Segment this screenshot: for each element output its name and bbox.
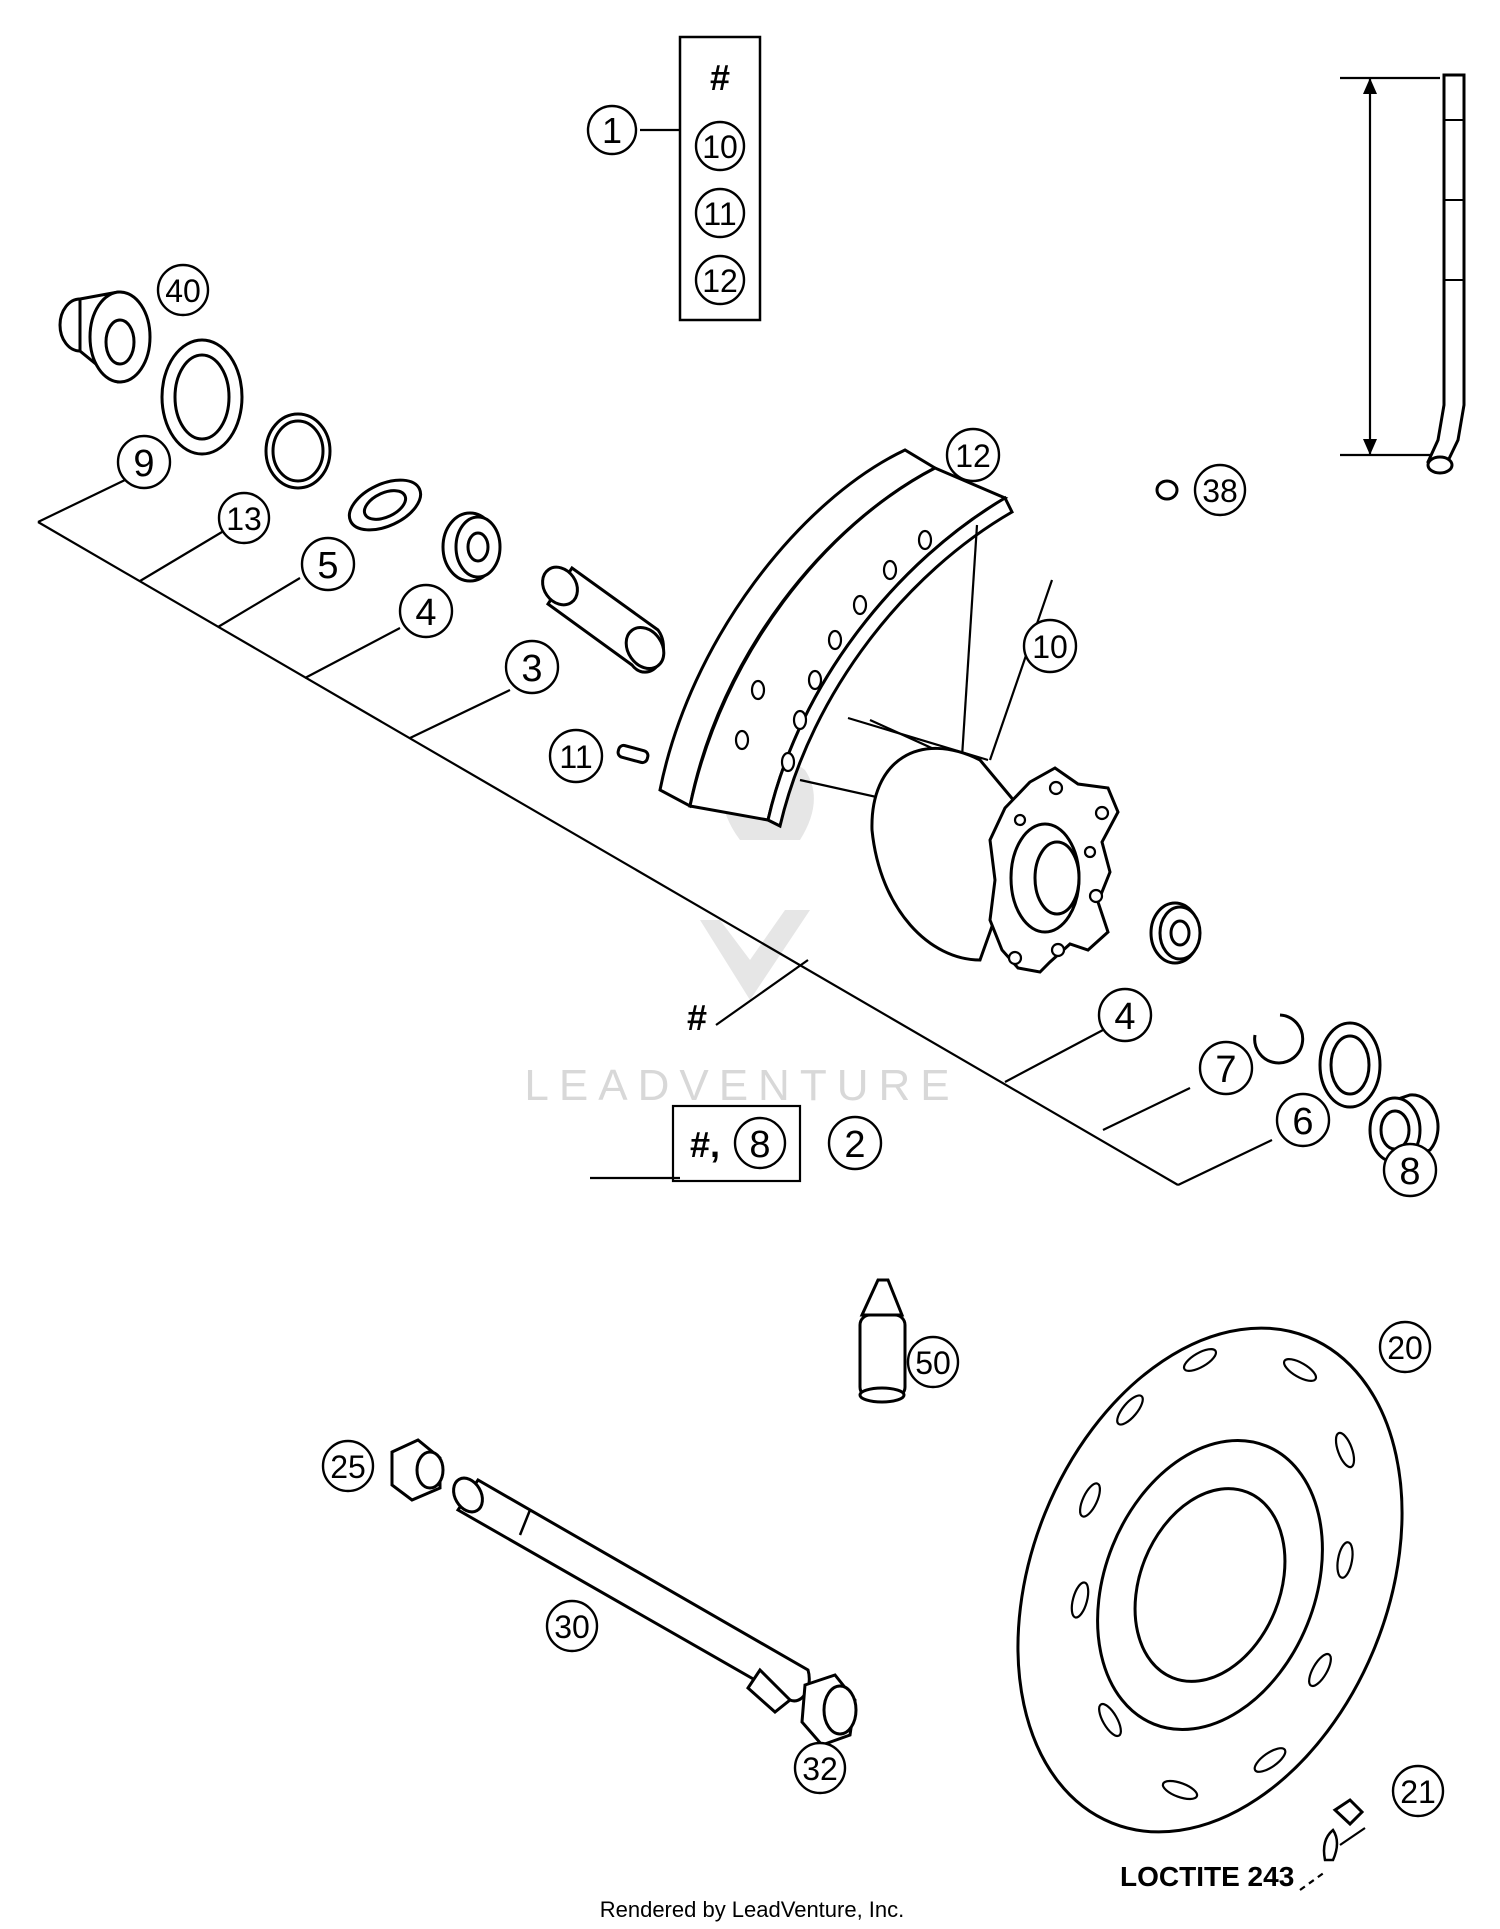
loctite-label: LOCTITE 243 <box>1120 1861 1294 1892</box>
assembly-leader-lines <box>37 479 1273 1186</box>
svg-text:38: 38 <box>1202 473 1238 509</box>
part-9-shaft-seal <box>160 338 244 456</box>
svg-text:2: 2 <box>844 1124 865 1166</box>
part-hub <box>870 747 1120 974</box>
svg-text:4: 4 <box>415 592 436 634</box>
part-12-rim <box>658 448 1014 829</box>
callout-50: 50 <box>906 1335 960 1389</box>
svg-text:50: 50 <box>915 1345 951 1381</box>
callout-10-kit: 10 <box>694 120 746 172</box>
svg-text:9: 9 <box>133 443 154 485</box>
svg-text:20: 20 <box>1387 1330 1423 1366</box>
kit-box-2 <box>671 1104 802 1183</box>
footer-credit: Rendered by LeadVenture, Inc. <box>600 1897 905 1922</box>
svg-text:10: 10 <box>1032 629 1068 665</box>
svg-text:8: 8 <box>749 1124 770 1166</box>
svg-text:11: 11 <box>703 196 736 232</box>
callout-11-kit: 11 <box>694 187 746 239</box>
svg-text:12: 12 <box>702 263 738 299</box>
svg-text:30: 30 <box>554 1609 590 1645</box>
callout-13: 13 <box>217 491 271 545</box>
callout-8-lower: 8 <box>1382 1142 1438 1198</box>
part-6-shaft-seal <box>1318 1021 1382 1109</box>
callout-11-nipple: 11 <box>548 728 604 784</box>
svg-text:11: 11 <box>559 739 592 775</box>
part-13-ring <box>264 412 332 490</box>
callout-12-kit: 12 <box>694 254 746 306</box>
svg-text:6: 6 <box>1292 1101 1313 1143</box>
kit-box-group: # <box>640 35 762 322</box>
svg-text:3: 3 <box>521 648 542 690</box>
svg-text:4: 4 <box>1114 996 1135 1038</box>
callout-12-rim: 12 <box>945 427 1001 483</box>
spoke-length-gauge <box>1340 73 1466 475</box>
part-3-sleeve <box>541 565 666 674</box>
part-40-spacer <box>58 290 152 384</box>
callout-21: 21 <box>1391 1764 1445 1818</box>
watermark-text: LEADVENTURE <box>524 1061 959 1110</box>
part-25-axle-nut <box>390 1438 445 1502</box>
callout-20: 20 <box>1378 1320 1432 1374</box>
callout-7: 7 <box>1198 1040 1254 1096</box>
callout-30: 30 <box>545 1599 599 1653</box>
part-38-plug <box>1155 479 1179 501</box>
callout-9: 9 <box>116 434 172 490</box>
callout-40: 40 <box>156 263 210 317</box>
callout-32: 32 <box>793 1741 847 1795</box>
part-21-screw <box>1299 1798 1366 1891</box>
part-11-nipple <box>616 743 650 765</box>
part-32-nut <box>800 1673 858 1747</box>
svg-text:21: 21 <box>1400 1774 1436 1810</box>
svg-text:5: 5 <box>317 545 338 587</box>
svg-text:40: 40 <box>165 273 201 309</box>
callout-5: 5 <box>300 536 356 592</box>
part-4-bearing-lower <box>1149 901 1202 965</box>
part-20-brake-disc <box>1016 1326 1404 1834</box>
callout-4-lower: 4 <box>1097 987 1153 1043</box>
callout-3: 3 <box>504 639 560 695</box>
callout-25: 25 <box>321 1439 375 1493</box>
callout-38: 38 <box>1193 463 1247 517</box>
kit-box <box>678 35 762 322</box>
part-4-bearing-upper <box>441 511 502 583</box>
callout-1: 1 <box>586 104 638 156</box>
callout-8-box: 8 <box>733 1116 787 1170</box>
part-8-spacer <box>1368 1093 1440 1164</box>
callout-6: 6 <box>1275 1092 1331 1148</box>
svg-text:13: 13 <box>226 501 262 537</box>
kit-box-2-prefix: #, <box>690 1124 720 1165</box>
callout-4-upper: 4 <box>398 583 454 639</box>
hub-hash-label: # <box>687 997 707 1038</box>
kit-box-hash: # <box>710 57 730 98</box>
svg-text:12: 12 <box>955 438 991 474</box>
svg-text:7: 7 <box>1215 1049 1236 1091</box>
main-diagonal-leader <box>37 521 1179 1186</box>
part-7-circlip <box>1253 1013 1305 1065</box>
part-5-washer <box>347 478 423 532</box>
callouts: 1 10 11 12 40 9 13 5 4 3 12 38 10 11 # <box>116 104 1445 1818</box>
svg-text:32: 32 <box>802 1751 838 1787</box>
callout-2: 2 <box>827 1115 883 1171</box>
part-30-axle <box>452 1476 811 1714</box>
svg-text:10: 10 <box>702 129 738 165</box>
callout-10-spoke: 10 <box>1022 618 1078 674</box>
svg-text:1: 1 <box>602 110 622 151</box>
part-50-loctite-bottle <box>858 1278 907 1404</box>
svg-text:8: 8 <box>1399 1151 1420 1193</box>
svg-text:25: 25 <box>330 1449 366 1485</box>
